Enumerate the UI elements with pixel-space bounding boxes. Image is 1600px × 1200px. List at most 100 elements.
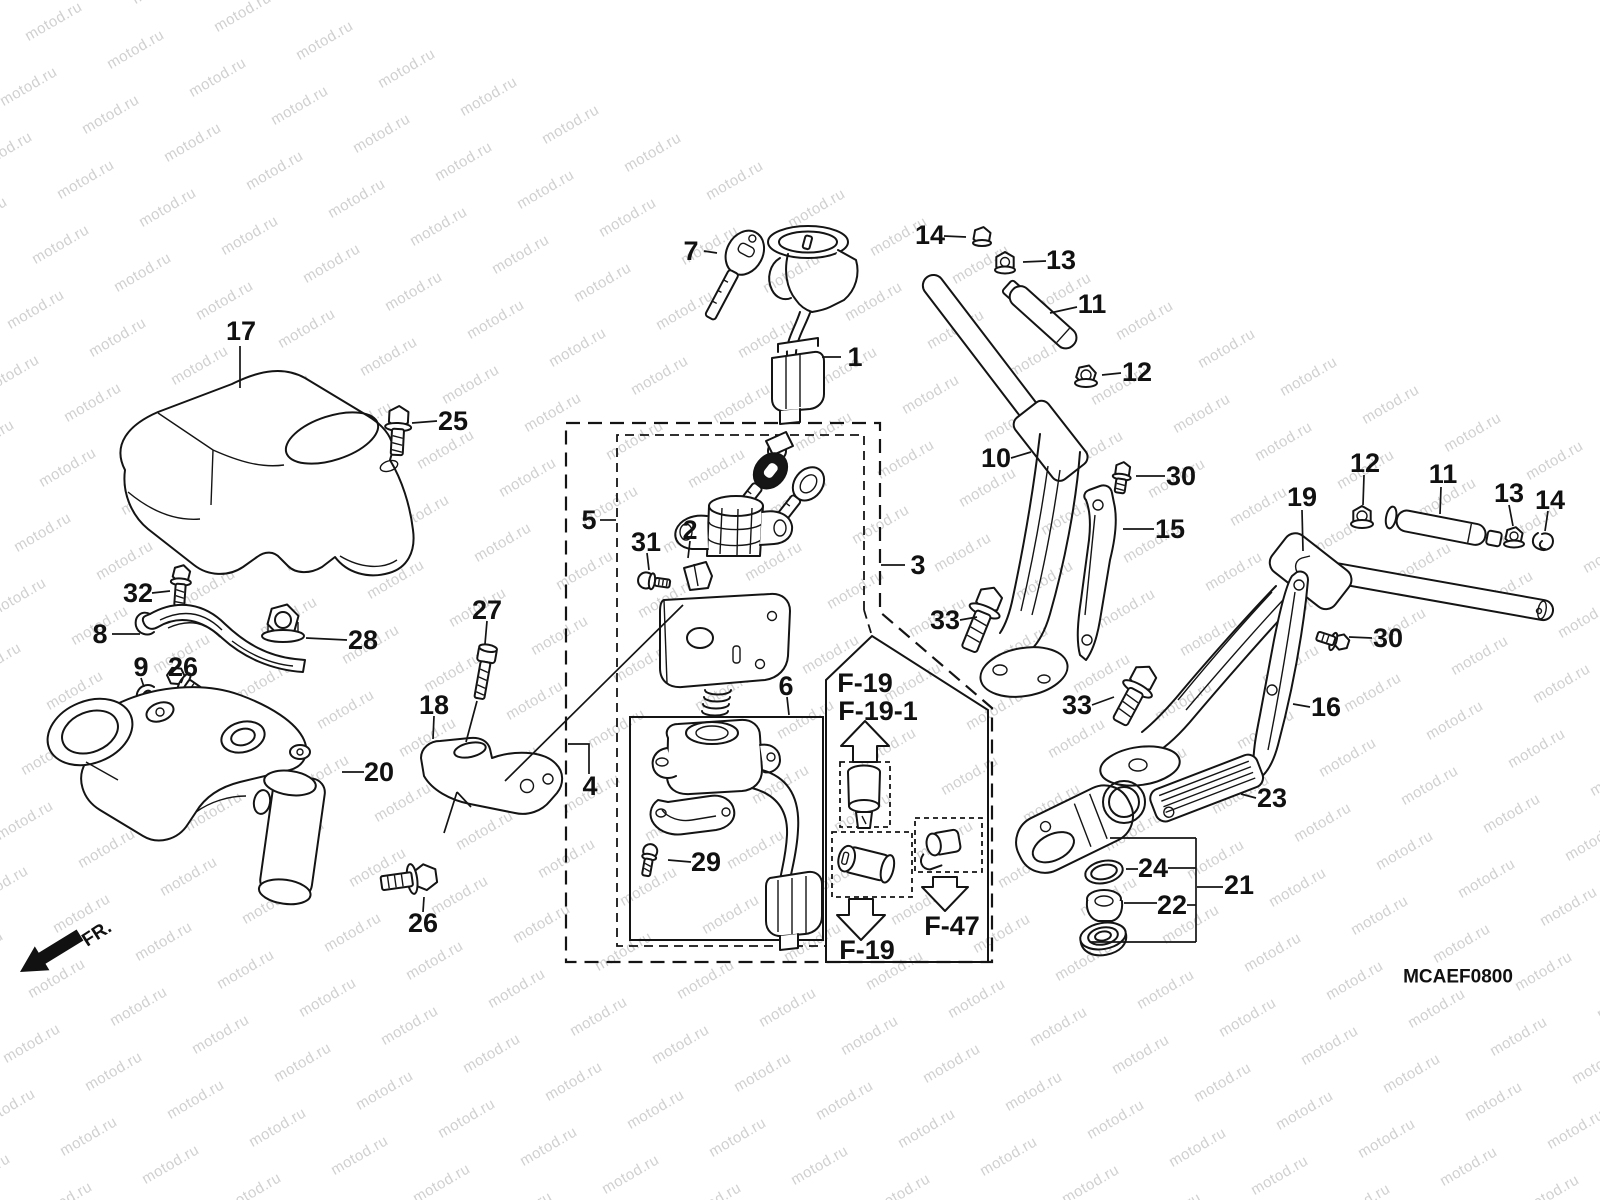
leader-line-part-27	[484, 620, 488, 645]
part-11-sleeve-tube-right	[1384, 505, 1503, 548]
part-11-sleeve-tube-top	[1001, 279, 1078, 350]
part-number-3: 3	[910, 550, 925, 580]
part-33-flange-bolt-left	[961, 586, 1004, 653]
part-20-steering-top-bridge	[46, 686, 326, 906]
leader-line-part-19	[1301, 509, 1304, 552]
group-box-3-key-cylinder-set	[564, 421, 994, 964]
part-number-7: 7	[683, 236, 698, 266]
part-7-key	[704, 229, 766, 321]
part-number-9: 9	[133, 652, 148, 682]
part-1-ignition-switch-body	[767, 225, 859, 425]
part-18-key-cylinder-bracket	[420, 736, 564, 834]
part-number-16: 16	[1311, 692, 1341, 722]
leader-line-part-18	[432, 715, 435, 740]
part-number-25: 25	[438, 406, 468, 436]
part-28-flange-nut	[261, 603, 305, 643]
part-2-switch-clamp	[504, 561, 713, 782]
part-27-socket-bolt	[465, 643, 498, 743]
leader-line-part-9	[140, 677, 145, 688]
part-8-clamp-strap	[134, 603, 306, 673]
part-14-nut-top	[972, 226, 992, 247]
part-22-grommet	[1085, 889, 1124, 922]
part-number-28: 28	[348, 625, 378, 655]
leader-line-part-26	[422, 896, 425, 913]
diagram-code: MCAEF0800	[1403, 967, 1513, 988]
fr-label: FR.	[78, 917, 115, 951]
part-number-26: 26	[168, 652, 198, 682]
part-19-handlebar-right	[1099, 532, 1554, 787]
part-number-24: 24	[1138, 853, 1168, 883]
part-25-flange-bolt	[384, 405, 413, 457]
part-21-key-fob	[1015, 780, 1146, 874]
part-30-screw-right	[1315, 630, 1351, 652]
group-panel-lock-refs	[825, 634, 989, 963]
part-32-flange-screw	[169, 564, 192, 608]
part-number-6: 6	[778, 671, 793, 701]
part-number-23: 23	[1257, 783, 1287, 813]
part-number-13: 13	[1494, 478, 1524, 508]
ref-label-f-19-2: F-19	[839, 935, 895, 965]
leader-line-part-16	[1292, 703, 1311, 708]
part-14-clip-right	[1531, 532, 1554, 551]
part-number-18: 18	[419, 690, 449, 720]
part-26-flange-bolt-lower	[379, 863, 439, 895]
group-21-bracket-lines	[1090, 837, 1197, 943]
part-number-12: 12	[1122, 357, 1152, 387]
leader-line-part-11	[1049, 306, 1078, 314]
part-number-21: 21	[1224, 870, 1254, 900]
part-13-nut-top	[994, 251, 1016, 275]
leader-line-part-14	[1544, 510, 1549, 532]
leader-line-part-13	[1508, 504, 1514, 527]
leader-line-part-4	[568, 743, 590, 774]
ref-arrow-up-f19	[840, 720, 890, 763]
part-number-30: 30	[1373, 623, 1403, 653]
part-13-nut-right	[1503, 526, 1525, 549]
leader-line-part-7	[703, 250, 718, 254]
part-number-32: 32	[123, 578, 153, 608]
part-number-33: 33	[1062, 690, 1092, 720]
fr-direction-arrow	[20, 929, 84, 972]
part-number-20: 20	[364, 757, 394, 787]
part-number-10: 10	[981, 443, 1011, 473]
group-box-6-contact-base	[629, 716, 824, 941]
part-number-5: 5	[581, 505, 596, 535]
leader-line-part-14	[943, 235, 967, 238]
leader-line-part-33	[959, 616, 978, 621]
part-15-bracket-left	[1076, 484, 1117, 661]
part-number-27: 27	[472, 595, 502, 625]
ref-label-f-19-1-1: F-19-1	[838, 696, 918, 726]
leader-line-part-26	[180, 677, 184, 684]
leader-line-part-13	[1022, 260, 1047, 263]
part-number-14: 14	[1535, 485, 1565, 515]
leader-line-part-10	[1010, 451, 1032, 459]
part-number-30: 30	[1166, 461, 1196, 491]
ref-box-lock-f47	[914, 817, 983, 873]
ref-arrow-down-f19	[836, 898, 886, 941]
part-number-26: 26	[408, 908, 438, 938]
part-number-29: 29	[691, 847, 721, 877]
part-30-screw-left	[1111, 461, 1132, 495]
leader-line-part-23	[1240, 793, 1257, 799]
part-23-friction-plate	[1149, 753, 1265, 823]
ref-box-lock-b	[831, 831, 913, 898]
part-31-pan-screw	[637, 571, 672, 591]
leader-line-part-6	[786, 696, 790, 716]
leader-line-part-12	[1101, 372, 1122, 376]
leader-line-part-29	[667, 859, 692, 863]
part-number-14: 14	[915, 220, 945, 250]
part-6-contact-base-unit	[649, 718, 823, 951]
ref-label-f-19-0: F-19	[837, 668, 893, 698]
group-box-5-ignition-switch	[616, 434, 873, 947]
part-33-flange-bolt-right	[1112, 665, 1158, 727]
leader-line-part-31	[646, 552, 650, 571]
part-number-8: 8	[92, 619, 107, 649]
part-29-pan-screw	[641, 843, 659, 878]
leader-line-part-25	[411, 420, 438, 424]
part-number-12: 12	[1350, 448, 1380, 478]
part-number-11: 11	[1429, 459, 1458, 489]
part-12-nut-right	[1350, 505, 1374, 529]
ref-label-f-47-3: F-47	[924, 911, 980, 941]
leader-lines-layer	[112, 235, 1549, 913]
